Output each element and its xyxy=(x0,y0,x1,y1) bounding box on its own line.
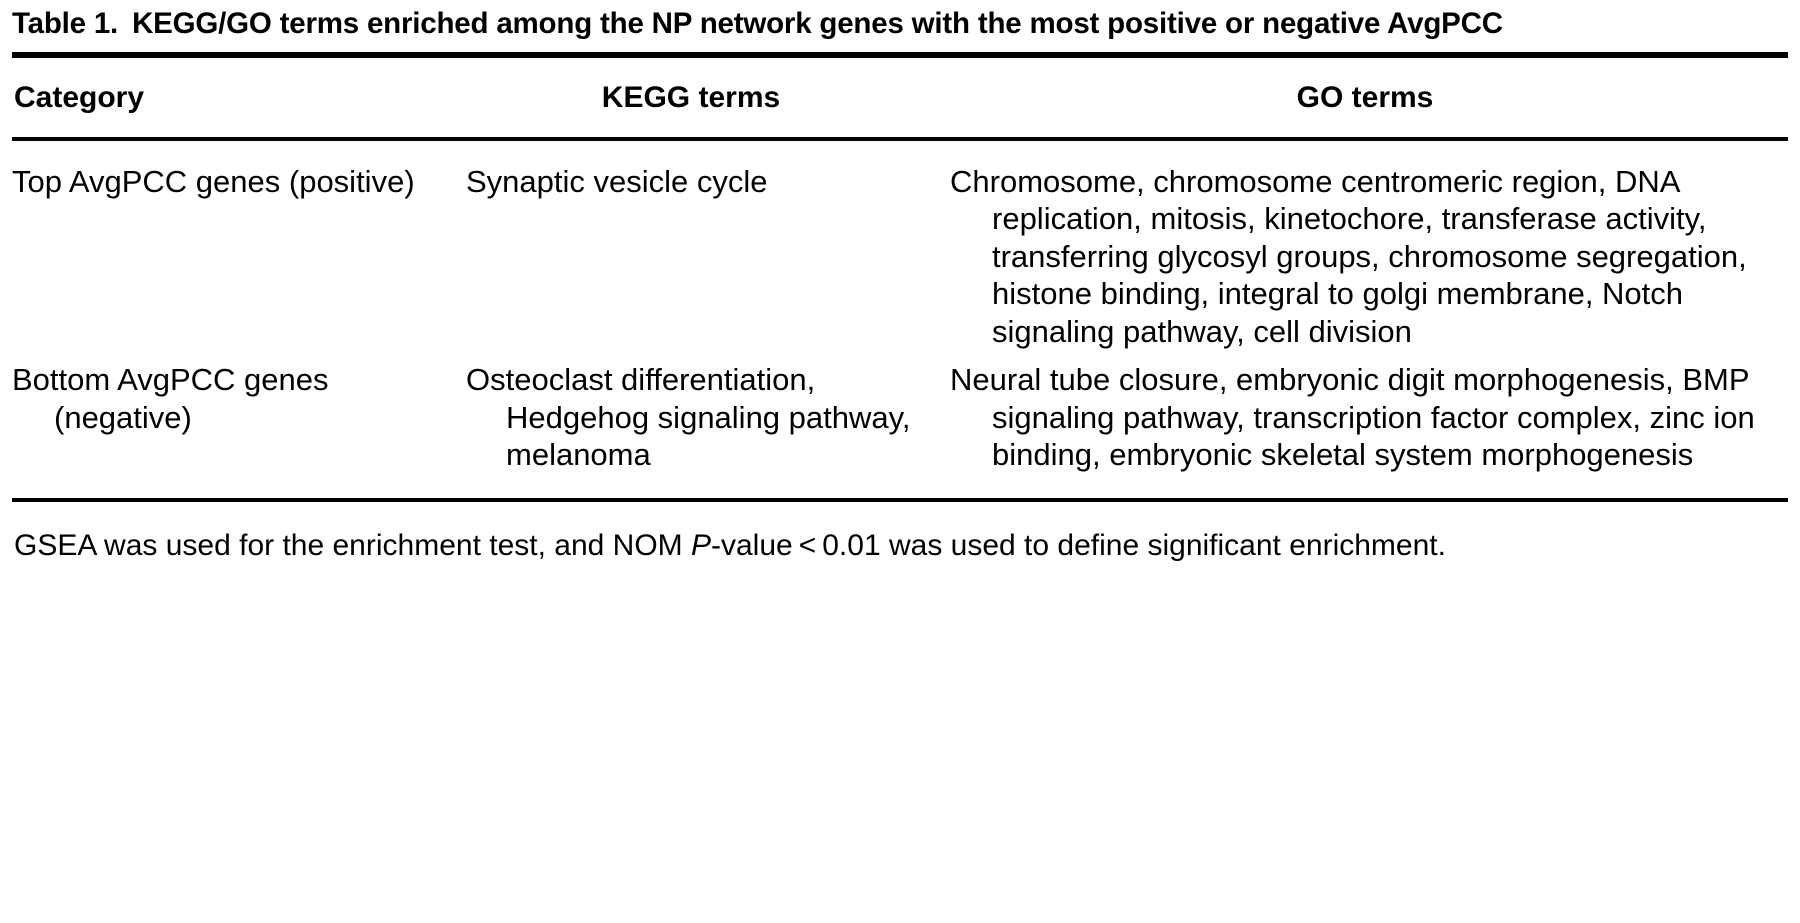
column-header-kegg: KEGG terms xyxy=(601,81,781,115)
table-top-rule xyxy=(12,52,1788,59)
enrichment-table: Category KEGG terms GO terms xyxy=(12,58,1788,136)
cell-kegg: Osteoclast differentiation, Hedgehog sig… xyxy=(466,362,911,473)
enrichment-table-body: Top AvgPCC genes (positive) Synaptic ves… xyxy=(12,141,1788,498)
cell-kegg: Synaptic vesicle cycle xyxy=(466,163,768,199)
table-header-rule xyxy=(12,136,1788,141)
table-bottom-rule xyxy=(12,497,1788,502)
cell-category: Bottom AvgPCC genes (negative) xyxy=(12,362,329,435)
footnote-part2: -value < 0.01 was used to define signifi… xyxy=(711,528,1446,562)
table-row: Bottom AvgPCC genes (negative) Osteoclas… xyxy=(12,350,1788,498)
column-header-go: GO terms xyxy=(1296,81,1434,115)
table-caption-text: KEGG/GO terms enriched among the NP netw… xyxy=(132,7,1503,40)
table-caption: Table 1. KEGG/GO terms enriched among the… xyxy=(12,0,1572,43)
cell-go: Chromosome, chromosome centromeric regio… xyxy=(950,163,1747,349)
footnote-part1: GSEA was used for the enrichment test, a… xyxy=(14,528,691,562)
cell-go: Neural tube closure, embryonic digit mor… xyxy=(950,362,1755,473)
column-header-category: Category xyxy=(14,81,145,115)
table-footnote: GSEA was used for the enrichment test, a… xyxy=(12,526,1788,565)
table-header-row: Category KEGG terms GO terms xyxy=(12,58,1788,136)
footnote-italic-p: P xyxy=(690,528,711,562)
table-caption-label: Table 1. xyxy=(12,7,119,40)
cell-category: Top AvgPCC genes (positive) xyxy=(12,163,415,199)
table-header: Category KEGG terms GO terms xyxy=(12,58,1788,136)
table-row: Top AvgPCC genes (positive) Synaptic ves… xyxy=(12,141,1788,351)
